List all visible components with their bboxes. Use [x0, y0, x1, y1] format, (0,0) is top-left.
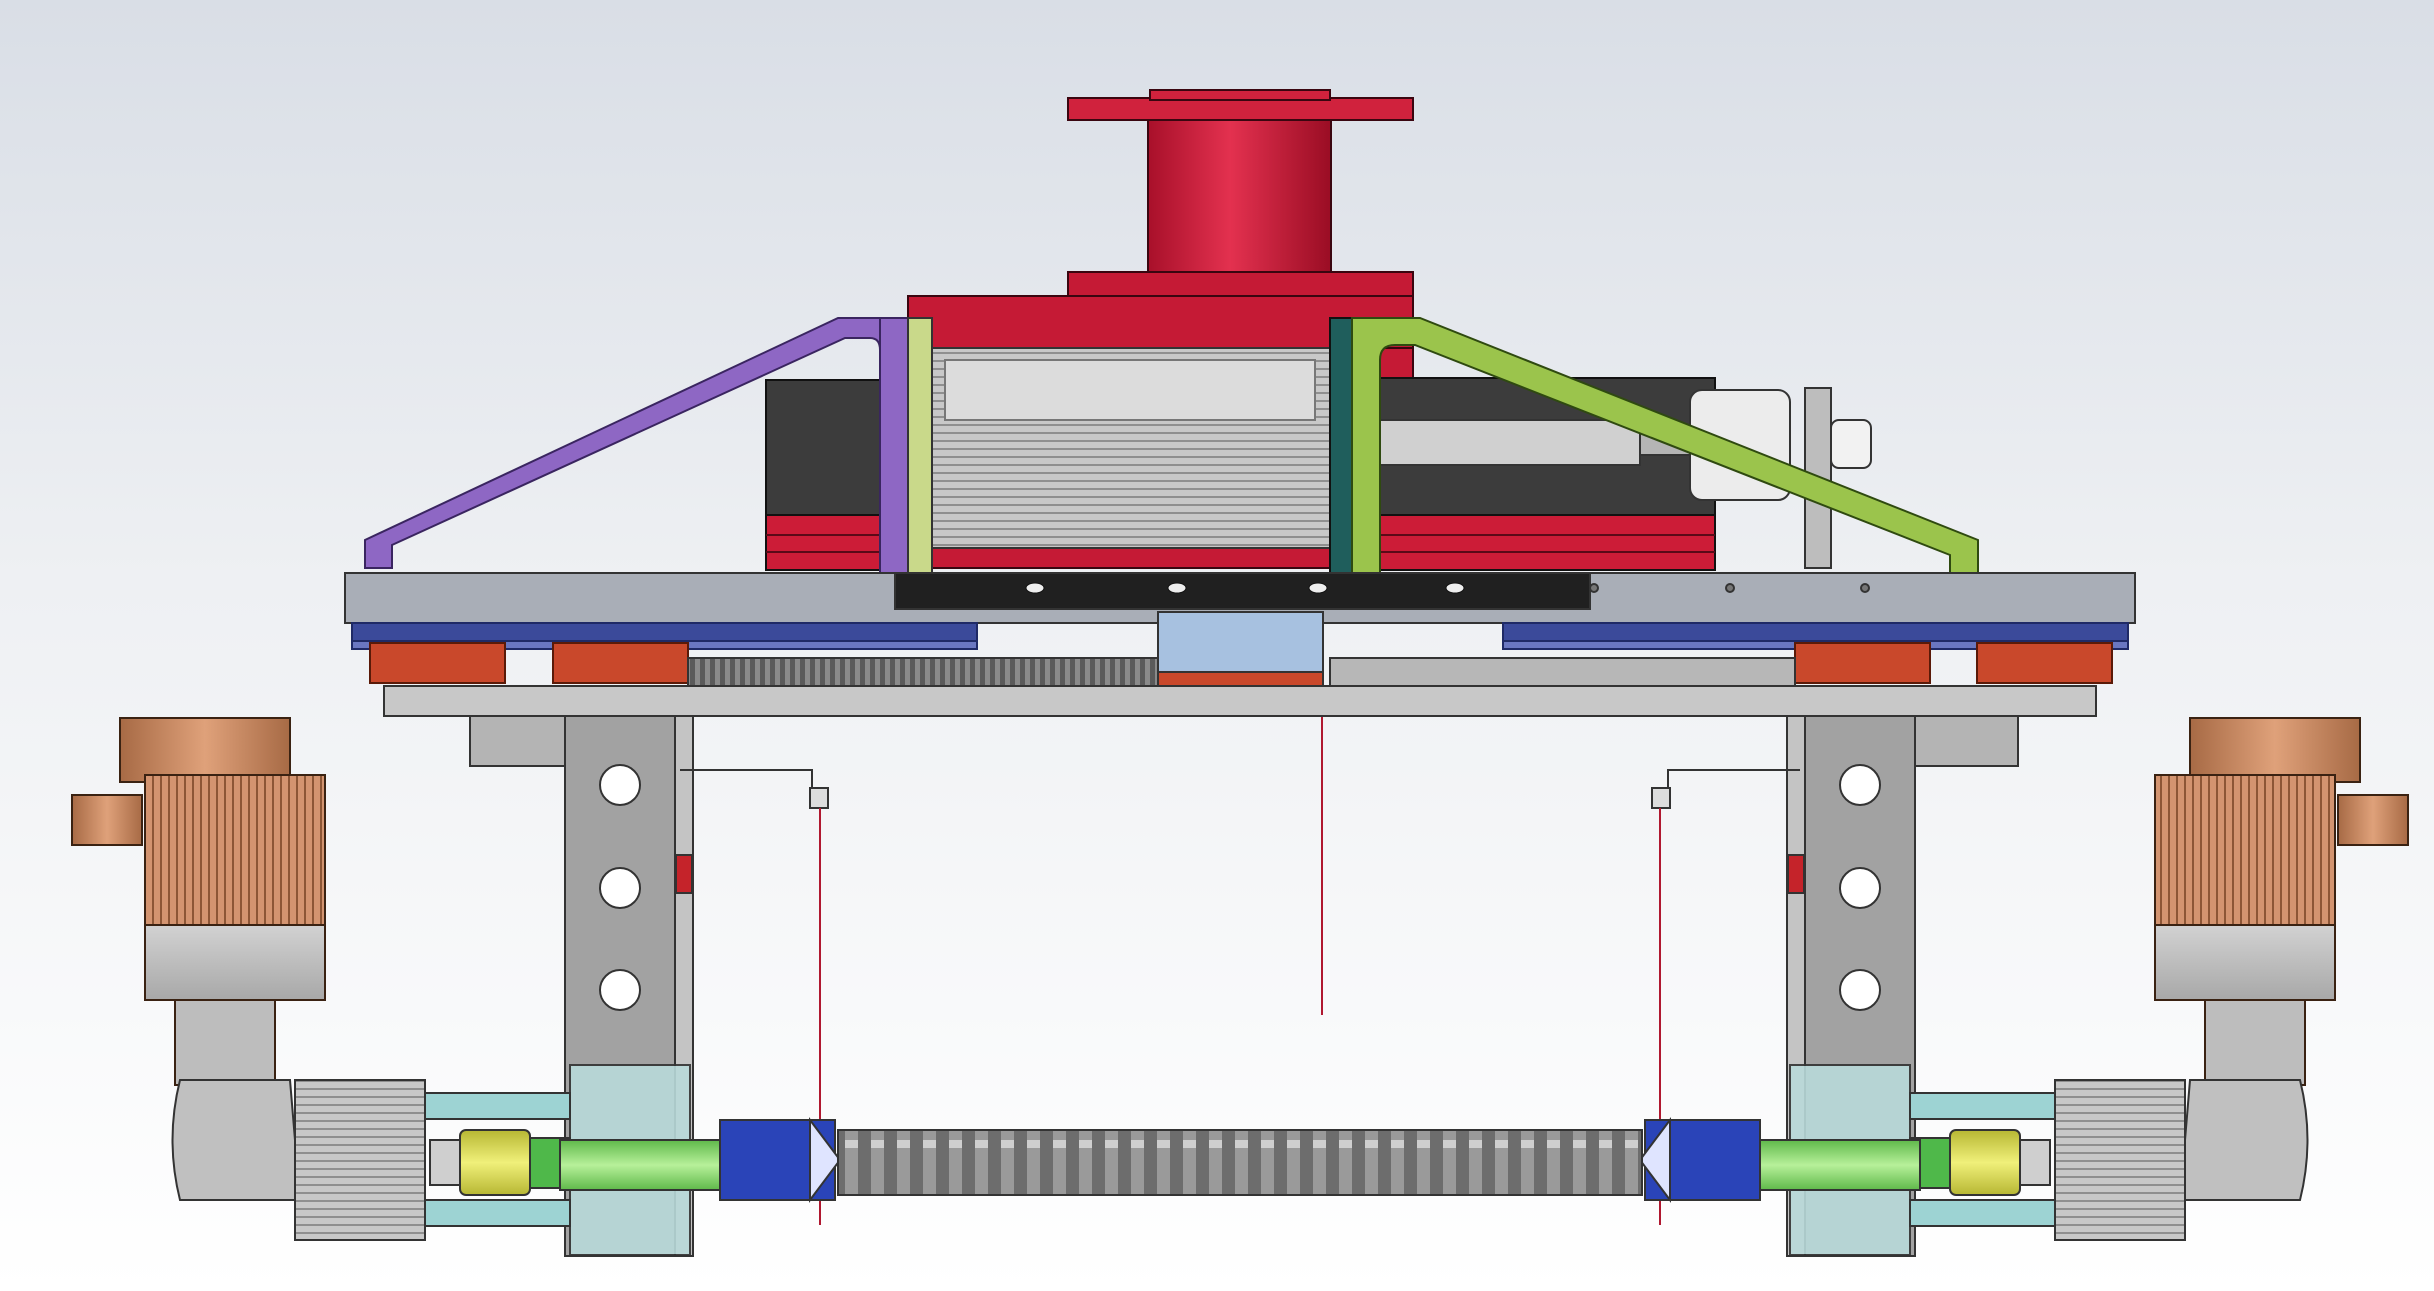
center-bracket: [1157, 611, 1324, 1015]
right-servo-motor: [2154, 717, 2409, 1086]
upper-rack-right: [1329, 657, 1796, 687]
carriage-pads: [369, 642, 2113, 684]
right-gearbox: [2054, 1079, 2309, 1241]
top-flange-assembly: [1067, 89, 1414, 299]
left-drive-train: [424, 1064, 842, 1256]
lower-beam: [383, 685, 2097, 717]
purple-vertical: [879, 317, 909, 577]
finned-block: [929, 347, 1331, 549]
upper-rack: [687, 657, 1159, 687]
left-servo-motor: [71, 717, 326, 1086]
right-drive-train: [1638, 1064, 2056, 1256]
light-green-strip: [907, 317, 933, 577]
left-gearbox: [171, 1079, 426, 1241]
teal-plate: [1329, 317, 1353, 577]
lower-rack: [837, 1129, 1643, 1196]
